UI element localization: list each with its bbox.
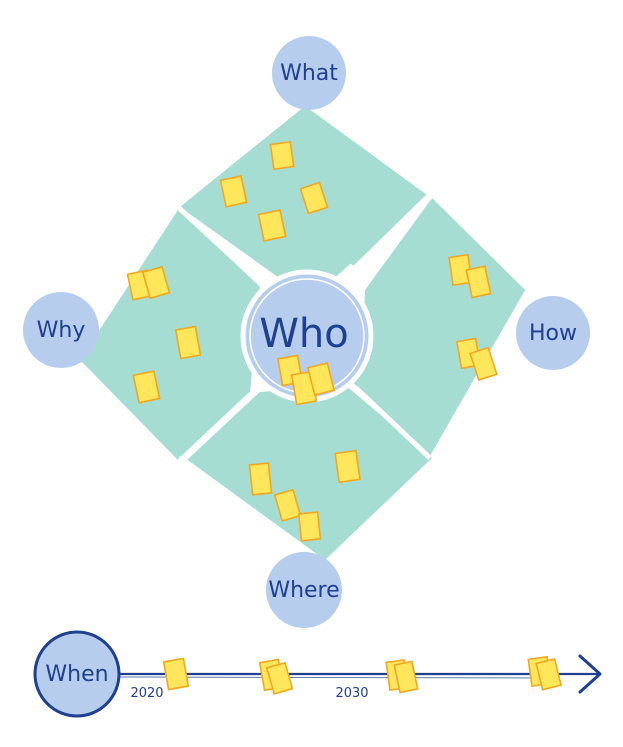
quadrant-top	[180, 106, 427, 300]
year-2020: 2020	[130, 686, 163, 701]
what-circle	[272, 36, 346, 110]
sticky-note	[297, 511, 322, 542]
divider-top-left	[176, 205, 264, 287]
sticky-notes-who	[276, 354, 336, 406]
divider-bottom-left	[179, 382, 265, 463]
timeline: When 2020 2030	[33, 630, 602, 718]
sticky-note	[465, 265, 492, 299]
who-label: Who	[259, 311, 348, 357]
why-circle	[23, 292, 99, 368]
sticky-notes-what	[219, 140, 329, 242]
when-label: When	[45, 662, 108, 687]
sticky-note	[248, 462, 273, 496]
sticky-note	[269, 140, 295, 171]
year-2030: 2030	[335, 686, 368, 701]
quadrant-right-fill	[360, 198, 525, 456]
sticky-note	[535, 657, 563, 691]
sticky-note	[257, 209, 287, 242]
why-label: Why	[37, 318, 86, 343]
sticky-note	[219, 175, 248, 208]
sticky-note	[141, 265, 171, 300]
sticky-note	[299, 181, 329, 215]
sticky-note	[265, 661, 294, 695]
sticky-notes-how	[448, 253, 498, 382]
sticky-note	[162, 657, 190, 691]
sticky-note	[469, 346, 498, 382]
sticky-note	[273, 488, 302, 522]
sticky-note	[393, 660, 419, 694]
how-circle	[516, 296, 590, 370]
quadrant-left-fill	[80, 210, 260, 458]
when-circle	[33, 630, 121, 718]
quadrant-where	[185, 385, 432, 560]
sticky-note	[334, 449, 361, 484]
sticky-notes-why	[126, 265, 202, 404]
divider-bottom-right	[354, 386, 432, 460]
sticky-note	[174, 325, 202, 360]
sticky-note	[132, 370, 161, 404]
where-circle	[266, 552, 342, 628]
sticky-notes-where	[248, 449, 361, 542]
timeline-arrow-icon	[578, 654, 602, 694]
timeline-line-sketch	[117, 676, 541, 679]
what-label: What	[280, 61, 338, 86]
divider-top-right	[349, 193, 433, 275]
where-label: Where	[268, 578, 339, 603]
how-label: How	[529, 321, 577, 346]
sticky-note	[306, 362, 336, 396]
